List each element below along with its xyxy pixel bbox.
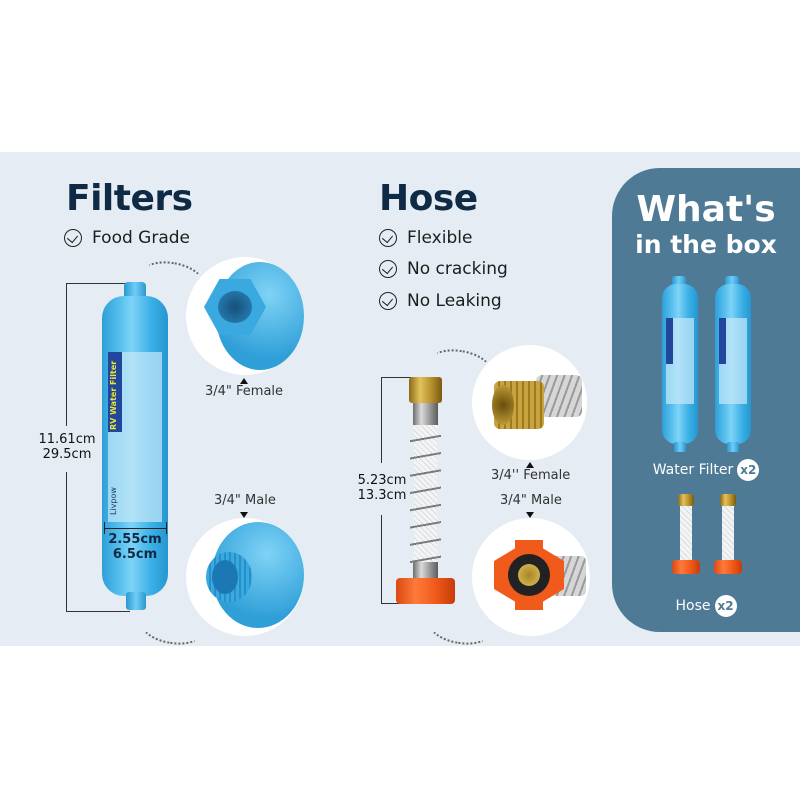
filters-title: Filters (66, 178, 193, 219)
hose-feature-no-cracking: No cracking (379, 257, 508, 281)
filters-feature-food-grade: Food Grade (64, 226, 190, 250)
mini-filter-cap (725, 276, 739, 286)
feature-label: Flexible (407, 228, 473, 248)
height-dimension-cap-top (66, 283, 130, 284)
feature-label: No cracking (407, 259, 508, 279)
mini-filter-cap (672, 276, 686, 286)
mini-hose-brass (720, 494, 736, 506)
filter-male-label: 3/4" Male (214, 493, 276, 508)
quantity-badge: x2 (714, 595, 737, 617)
hose-feature-flexible: Flexible (379, 226, 472, 250)
height-dimension-line-bottom (66, 472, 67, 612)
hose-title: Hose (379, 178, 478, 219)
hose-length-label: 5.23cm 13.3cm (356, 473, 408, 503)
brass-bore (492, 385, 514, 425)
hose-dimension-line-bottom (381, 515, 382, 604)
hose-dimension-line-top (381, 377, 382, 463)
check-circle-icon (379, 260, 397, 278)
hose-dimension-cap-bottom (381, 603, 411, 604)
filter-width-b: 6.5cm (112, 547, 158, 562)
filter-width-label: 2.55cm 6.5cm (104, 532, 166, 562)
box-title-line1: What's (636, 189, 776, 230)
filter-height-a: 11.61cm (38, 432, 96, 447)
mini-filter-thread (674, 442, 686, 452)
filter-height-b: 29.5cm (42, 447, 92, 462)
box-title-line2: in the box (635, 230, 777, 259)
hose-male-label: 3/4" Male (500, 493, 562, 508)
height-dimension-line-top (66, 283, 67, 426)
check-circle-icon (379, 229, 397, 247)
hose-length-a: 5.23cm (357, 473, 407, 488)
filter-height-label: 11.61cm 29.5cm (38, 432, 96, 462)
pointer-down-icon (240, 512, 248, 518)
check-circle-icon (379, 292, 397, 310)
hose-female-label: 3/4'' Female (491, 468, 571, 483)
width-dimension-cap-right (166, 522, 167, 534)
width-dimension-line (104, 528, 166, 529)
check-circle-icon (64, 229, 82, 247)
mini-filter-strip (719, 318, 726, 364)
filter-label-strip (108, 352, 122, 432)
mini-hose-body (722, 506, 734, 560)
box-item-name: Water Filter (652, 462, 734, 478)
mini-filter-thread (727, 442, 739, 452)
hose-female-connector-image (472, 345, 587, 460)
hose-orange-nut (396, 578, 455, 604)
hose-length-b: 13.3cm (357, 488, 407, 503)
pointer-up-icon (240, 378, 248, 384)
feature-label: Food Grade (92, 228, 190, 248)
mini-hose-nut (714, 560, 742, 574)
filter-bottom-thread (126, 592, 146, 610)
filter-male-connector-image (186, 518, 304, 636)
mini-filter-strip (666, 318, 673, 364)
quantity-badge: x2 (737, 459, 760, 481)
mini-hose-brass (678, 494, 694, 506)
filter-top-cap (124, 282, 146, 300)
hose-male-connector-image (472, 518, 590, 636)
male-bore (212, 560, 238, 594)
hose-steel-collar-top (413, 403, 438, 425)
pointer-up-icon (526, 462, 534, 468)
hex-bore (218, 291, 252, 323)
filter-female-label: 3/4" Female (205, 384, 284, 399)
hose-spring (410, 425, 441, 565)
filter-width-a: 2.55cm (108, 532, 162, 547)
pointer-down-icon (526, 512, 534, 518)
height-dimension-cap-bottom (66, 611, 130, 612)
feature-label: No Leaking (407, 291, 502, 311)
box-item-name: Hose (675, 598, 711, 614)
filter-label-text: RV Water Filter (109, 360, 118, 430)
filter-brand-text: Livpow (109, 487, 118, 515)
filter-female-connector-image (186, 257, 304, 375)
width-dimension-cap-left (104, 522, 105, 534)
brass-insert (518, 564, 540, 586)
hose-steel-collar-bottom (413, 562, 438, 580)
hose-feature-no-leaking: No Leaking (379, 289, 502, 313)
mini-hose-nut (672, 560, 700, 574)
hose-brass-fitting (409, 377, 442, 403)
hose-dimension-cap-top (381, 377, 411, 378)
mini-hose-body (680, 506, 692, 560)
